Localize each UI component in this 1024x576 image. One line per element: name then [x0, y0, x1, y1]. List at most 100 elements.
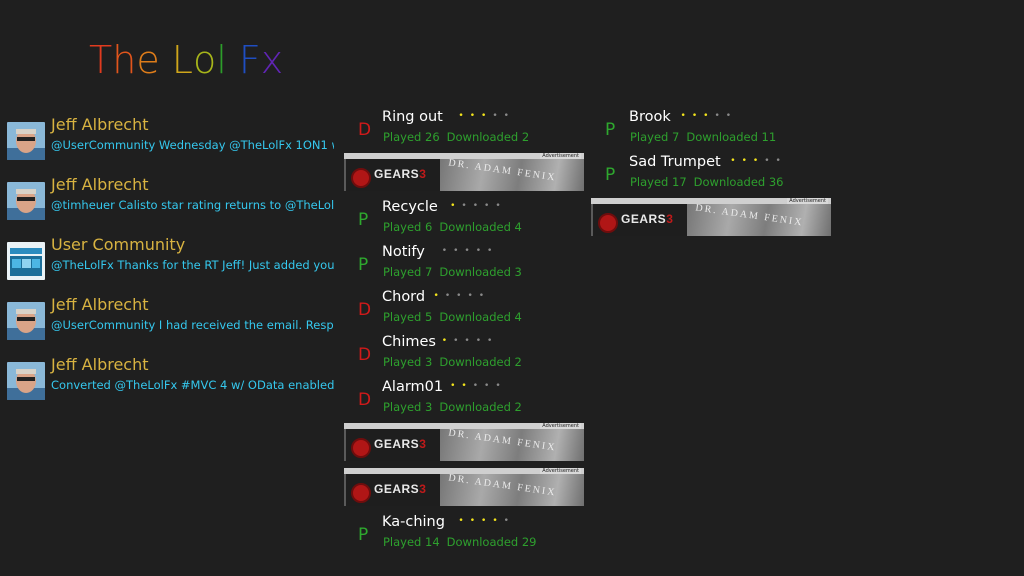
sound-name[interactable]: Alarm01: [382, 379, 444, 395]
title-letter: T: [89, 38, 113, 82]
star-rating[interactable]: •••••: [442, 246, 499, 256]
star-icon[interactable]: •: [492, 516, 504, 526]
star-icon[interactable]: •: [450, 381, 462, 391]
tweet-item[interactable]: User Community@TheLolFx Thanks for the R…: [7, 235, 334, 295]
tweet-username[interactable]: Jeff Albrecht: [51, 295, 149, 314]
star-icon[interactable]: •: [453, 336, 465, 346]
star-icon[interactable]: •: [475, 336, 488, 346]
play-badge[interactable]: P: [605, 120, 616, 140]
star-icon[interactable]: •: [441, 336, 454, 346]
star-icon[interactable]: •: [764, 156, 776, 166]
star-icon[interactable]: •: [461, 381, 473, 391]
tweet-item[interactable]: Jeff Albrecht@timheuer Calisto star rati…: [7, 175, 334, 235]
star-icon[interactable]: •: [472, 381, 485, 391]
star-icon[interactable]: •: [464, 336, 476, 346]
star-icon[interactable]: •: [503, 111, 515, 121]
tweet-username[interactable]: Jeff Albrecht: [51, 355, 149, 374]
star-icon[interactable]: •: [495, 201, 507, 211]
star-icon[interactable]: •: [461, 201, 473, 211]
star-icon[interactable]: •: [475, 246, 488, 256]
star-icon[interactable]: •: [458, 111, 470, 121]
star-icon[interactable]: •: [484, 381, 496, 391]
star-icon[interactable]: •: [433, 291, 445, 301]
star-icon[interactable]: •: [691, 111, 704, 121]
star-icon[interactable]: •: [472, 201, 485, 211]
star-icon[interactable]: •: [441, 246, 454, 256]
tweet-username[interactable]: Jeff Albrecht: [51, 115, 149, 134]
gear-icon: [351, 483, 371, 503]
star-icon[interactable]: •: [450, 201, 462, 211]
star-icon[interactable]: •: [467, 291, 479, 301]
star-icon[interactable]: •: [752, 156, 765, 166]
star-icon[interactable]: •: [495, 381, 507, 391]
tweet-username[interactable]: Jeff Albrecht: [51, 175, 149, 194]
star-icon[interactable]: •: [484, 201, 496, 211]
star-icon[interactable]: •: [453, 246, 465, 256]
star-icon[interactable]: •: [456, 291, 468, 301]
tweet-item[interactable]: Jeff Albrecht@UserCommunity Wednesday @T…: [7, 115, 334, 175]
star-icon[interactable]: •: [487, 336, 499, 346]
star-rating[interactable]: •••••: [450, 201, 507, 211]
sound-name[interactable]: Ring out: [382, 109, 443, 125]
play-badge[interactable]: P: [358, 210, 369, 230]
star-rating[interactable]: •••••: [434, 291, 491, 301]
star-icon[interactable]: •: [730, 156, 742, 166]
star-icon[interactable]: •: [469, 111, 482, 121]
star-rating[interactable]: •••••: [442, 336, 499, 346]
star-icon[interactable]: •: [492, 111, 504, 121]
tweet-item[interactable]: Jeff Albrecht@UserCommunity I had receiv…: [7, 295, 334, 355]
star-icon[interactable]: •: [680, 111, 692, 121]
sound-name[interactable]: Brook: [629, 109, 671, 125]
star-icon[interactable]: •: [775, 156, 787, 166]
download-badge[interactable]: D: [358, 345, 372, 365]
title-letter: [160, 38, 172, 82]
star-icon[interactable]: •: [481, 111, 493, 121]
play-badge[interactable]: P: [358, 255, 369, 275]
star-icon[interactable]: •: [703, 111, 715, 121]
sound-name[interactable]: Chimes: [382, 334, 436, 350]
download-badge[interactable]: D: [358, 300, 372, 320]
star-rating[interactable]: •••••: [450, 381, 507, 391]
play-badge[interactable]: P: [358, 525, 369, 545]
star-rating[interactable]: •••••: [458, 516, 515, 526]
download-badge[interactable]: D: [358, 120, 372, 140]
star-icon[interactable]: •: [725, 111, 738, 121]
star-icon[interactable]: •: [469, 516, 482, 526]
star-icon[interactable]: •: [714, 111, 726, 121]
star-rating[interactable]: •••••: [681, 111, 738, 121]
sound-name[interactable]: Notify: [382, 244, 425, 260]
sound-name[interactable]: Recycle: [382, 199, 438, 215]
star-icon[interactable]: •: [741, 156, 753, 166]
sound-name[interactable]: Sad Trumpet: [629, 154, 721, 170]
sound-name[interactable]: Chord: [382, 289, 426, 305]
star-rating[interactable]: •••••: [458, 111, 515, 121]
star-rating[interactable]: •••••: [730, 156, 787, 166]
star-icon[interactable]: •: [464, 246, 476, 256]
star-icon[interactable]: •: [444, 291, 457, 301]
star-icon[interactable]: •: [487, 246, 499, 256]
star-icon[interactable]: •: [478, 291, 491, 301]
played-count: Played 6: [383, 220, 433, 234]
tweet-username[interactable]: User Community: [51, 235, 186, 254]
sound-name[interactable]: Ka-ching: [382, 514, 445, 530]
download-badge[interactable]: D: [358, 390, 372, 410]
play-badge[interactable]: P: [605, 165, 616, 185]
star-icon[interactable]: •: [503, 516, 515, 526]
star-icon[interactable]: •: [458, 516, 470, 526]
star-icon[interactable]: •: [481, 516, 493, 526]
